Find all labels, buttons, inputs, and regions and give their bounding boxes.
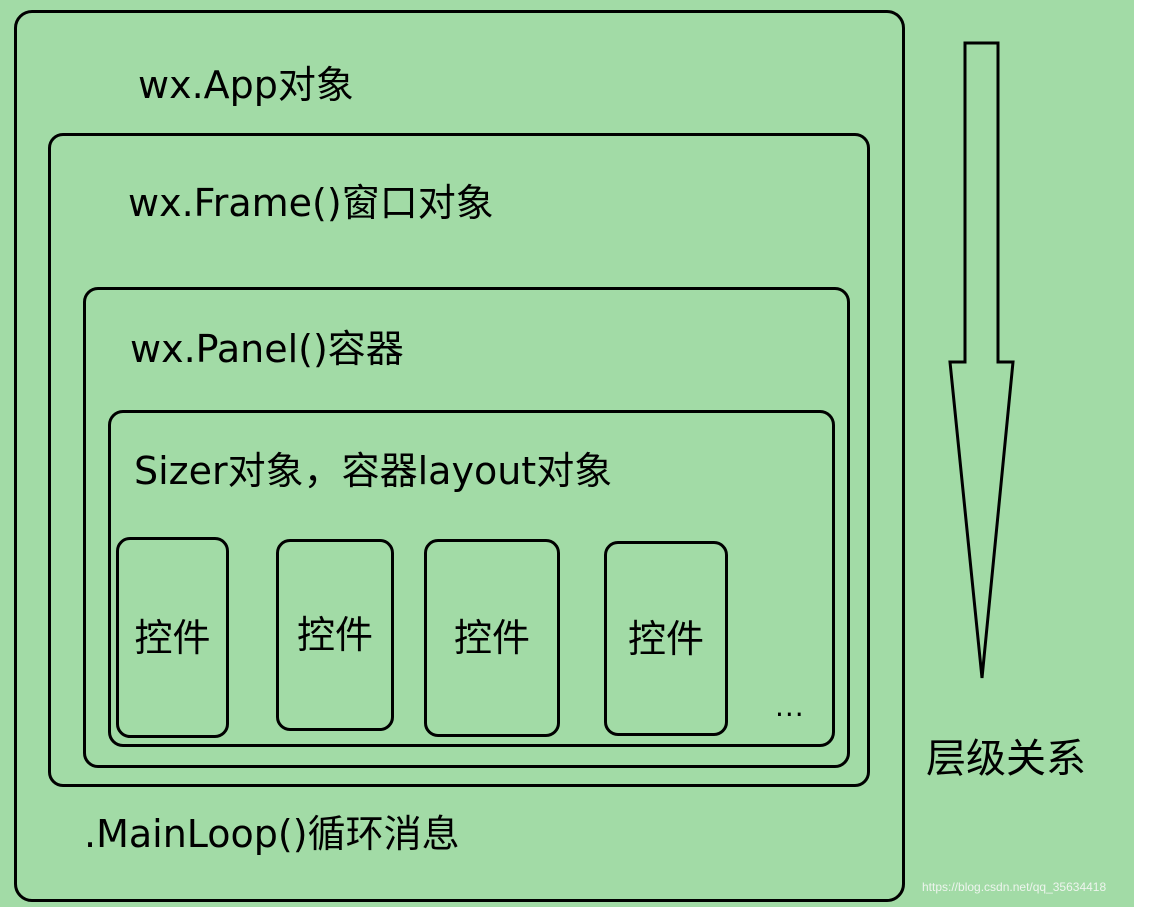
app-box [14, 10, 905, 902]
control-box-2: 控件 [276, 539, 394, 731]
diagram-background [0, 0, 1134, 907]
app-label: wx.App对象 [138, 63, 354, 107]
control-box-4: 控件 [604, 541, 728, 736]
watermark: https://blog.csdn.net/qq_35634418 [922, 880, 1107, 894]
control-label: 控件 [134, 615, 211, 660]
down-arrow-shape [948, 41, 1015, 679]
control-box-1: 控件 [116, 537, 229, 738]
panel-label: wx.Panel()容器 [130, 327, 404, 371]
sizer-box [108, 410, 835, 747]
control-label: 控件 [453, 616, 530, 660]
control-label: 控件 [296, 613, 373, 657]
down-arrow-icon [948, 41, 1015, 679]
sizer-label: Sizer对象，容器layout对象 [134, 449, 613, 493]
control-label: 控件 [627, 616, 704, 661]
panel-box [83, 287, 850, 768]
hierarchy-label: 层级关系 [926, 736, 1086, 782]
control-box-3: 控件 [424, 539, 560, 737]
frame-label: wx.Frame()窗口对象 [128, 181, 494, 225]
frame-box [48, 133, 870, 787]
more-controls-ellipsis: ... [775, 690, 805, 723]
mainloop-label: .MainLoop()循环消息 [84, 812, 460, 856]
